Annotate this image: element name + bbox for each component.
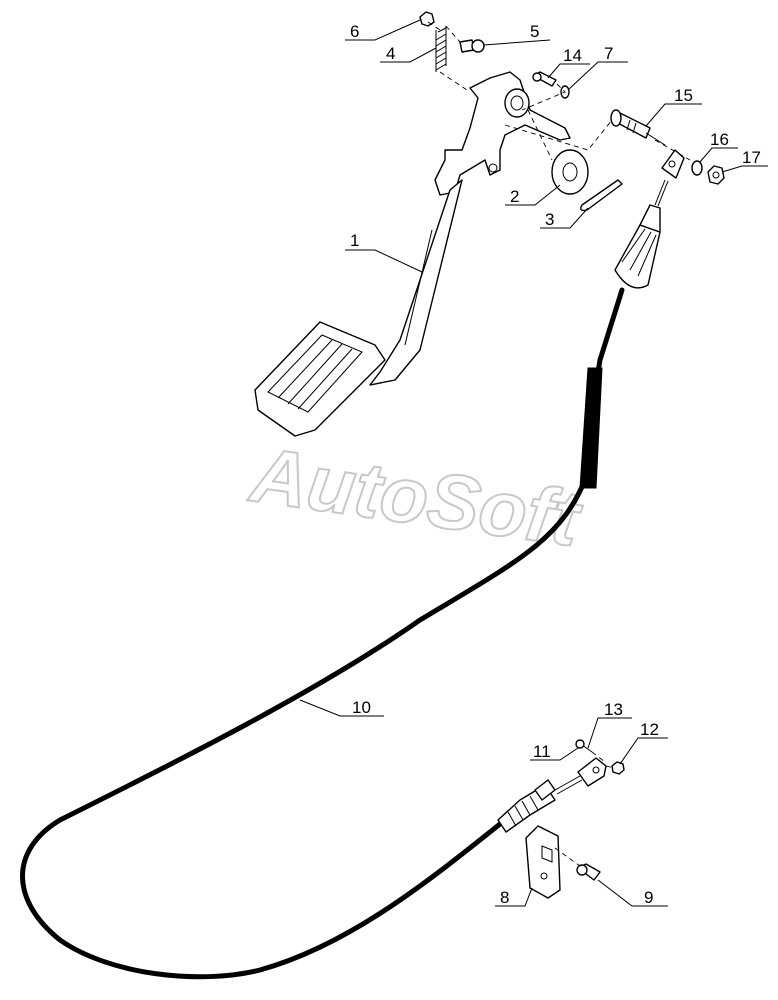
pedal-pad [254,321,386,437]
part-16-washer [691,160,703,176]
callout-11: 11 [533,742,551,761]
part-17-nut [707,165,725,185]
leader-4 [380,47,437,63]
part-5-bolt [459,39,485,53]
part-12-nut [611,761,625,775]
callout-labels: 1 2 3 4 5 6 7 8 9 10 11 12 13 14 15 16 1… [350,22,761,907]
cable-sleeve [579,367,603,489]
part-14-bolt [532,71,557,87]
callout-14: 14 [563,46,582,65]
upper-assembly-lines [427,21,691,161]
leader-2 [505,184,561,206]
leader-11 [530,747,579,761]
accelerator-cable [20,287,625,980]
part-1-pedal-lever [369,71,571,386]
leader-9 [597,879,668,907]
callout-5: 5 [530,22,539,41]
callout-13: 13 [604,700,623,719]
part-11-pin [575,739,593,753]
callout-3: 3 [545,210,554,229]
leader-8 [495,887,533,907]
part-8-bracket [525,825,561,899]
leader-12 [619,737,668,765]
callout-12: 12 [640,720,659,739]
callout-8: 8 [500,888,509,907]
part-2-washer [551,149,589,195]
part-3-cotter-pin [580,179,623,212]
callout-7: 7 [604,44,613,63]
callout-9: 9 [644,888,653,907]
leader-3 [540,207,589,229]
part-15-pin [610,109,666,146]
leader-13 [587,717,632,749]
leader-15 [645,103,702,127]
leader-7 [567,61,628,91]
leader-10 [299,699,384,717]
callout-1: 1 [350,231,359,250]
leader-14 [547,63,590,79]
leader-5 [483,39,551,46]
leader-16 [699,147,738,163]
callout-17: 17 [742,148,761,167]
leader-17 [721,165,768,173]
callout-2: 2 [510,187,519,206]
part-4-spring [435,26,447,72]
callout-leaders [299,19,768,907]
leader-6 [345,19,421,41]
leader-1 [345,249,423,273]
cable-lower-fittings [497,757,607,833]
callout-4: 4 [386,44,395,63]
cable-upper-boot [614,149,685,289]
part-9-bolt [576,863,601,881]
callout-16: 16 [710,130,729,149]
callout-6: 6 [350,22,359,41]
callout-15: 15 [674,86,693,105]
lower-assembly-lines [554,751,615,867]
part-6-nut [419,11,435,27]
callout-10: 10 [352,698,371,717]
